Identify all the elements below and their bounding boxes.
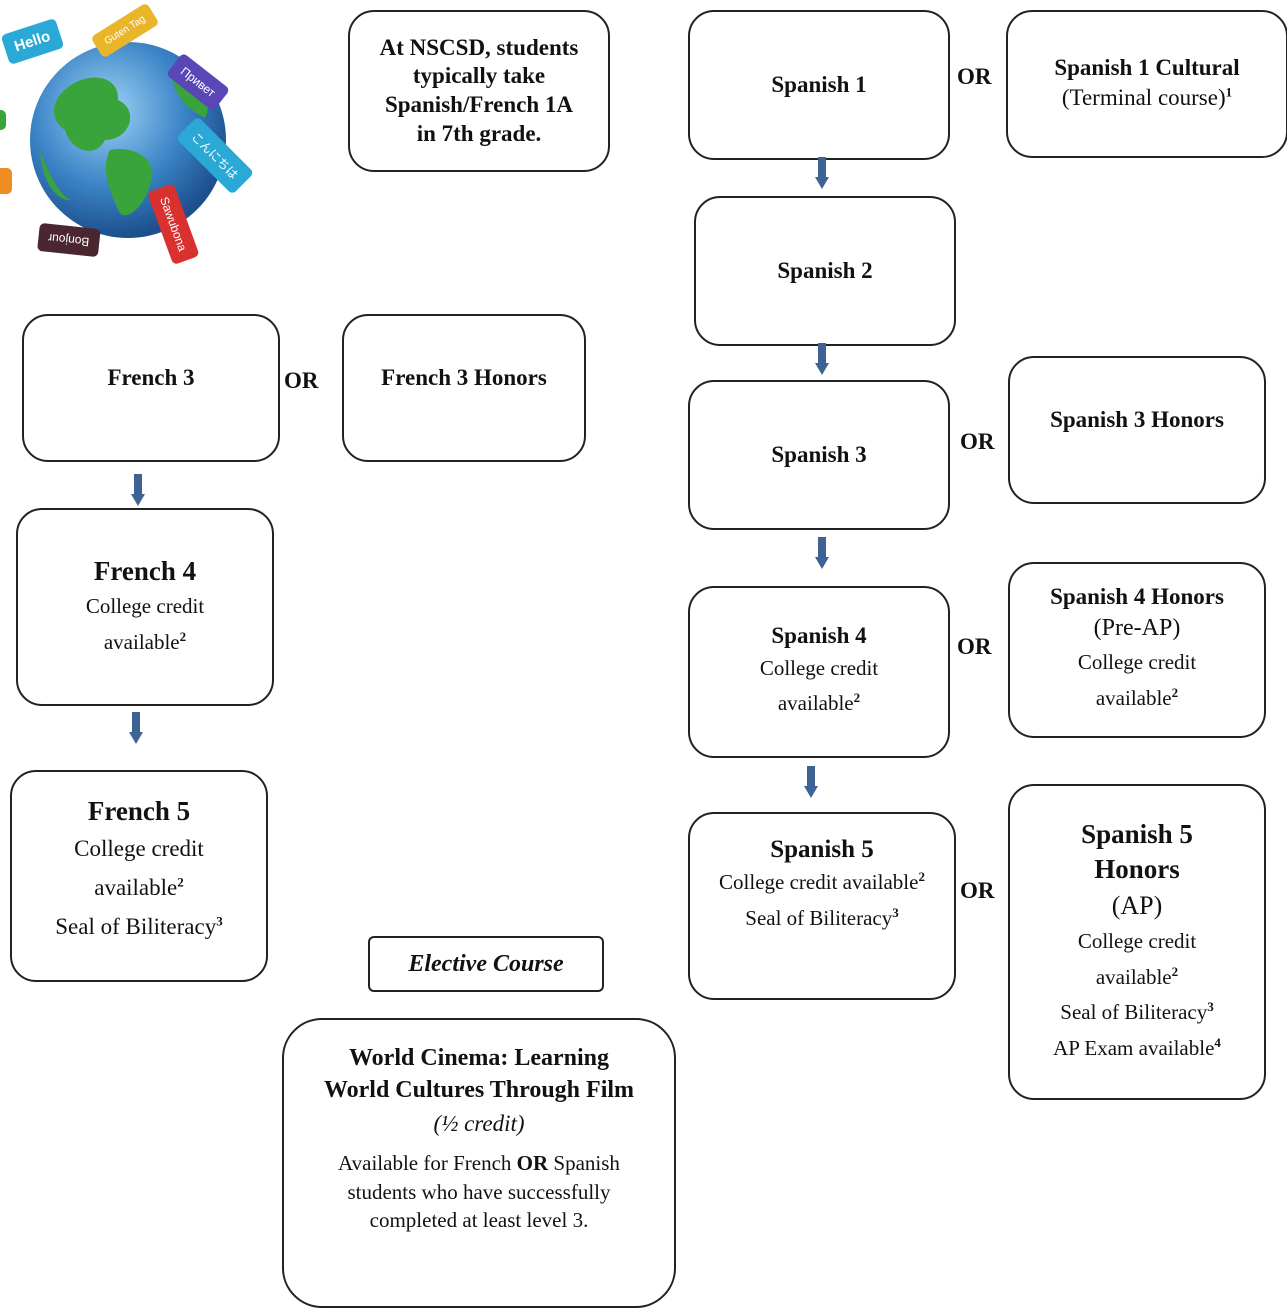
course-availability: available2 [94, 874, 184, 901]
course-title: French 3 [107, 364, 195, 390]
course-seal: Seal of Biliteracy3 [1060, 999, 1214, 1025]
course-title: Spanish 5 [1081, 819, 1193, 850]
course-availability: available2 [103, 628, 187, 654]
course-title: Spanish 5 [770, 836, 874, 863]
footnote-ref: 1 [1225, 84, 1233, 100]
footnote-ref: 2 [1171, 963, 1179, 979]
course-description: Available for French OR Spanish students… [338, 1151, 620, 1232]
course-title: World Cinema: Learning World Cultures Th… [323, 1045, 635, 1104]
course-level: (AP) [1111, 890, 1163, 920]
or-label: OR [284, 368, 319, 393]
or-label: OR [957, 64, 992, 89]
course-spanish-4: Spanish 4 College credit available2 [688, 586, 950, 758]
course-world-cinema: World Cinema: Learning World Cultures Th… [282, 1018, 676, 1308]
course-credit: College credit [85, 593, 205, 618]
course-credit: (½ credit) [433, 1110, 525, 1136]
course-title: Spanish 1 Cultural [1054, 54, 1240, 80]
course-note: (Terminal course)1 [1061, 84, 1233, 111]
course-french-3: French 3 [22, 314, 280, 462]
footnote-ref: 2 [177, 874, 184, 890]
footnote-ref: 2 [918, 869, 925, 885]
course-french-4: French 4 College credit available2 [16, 508, 274, 706]
course-spanish-5: Spanish 5 College credit available2 Seal… [688, 812, 956, 1000]
footnote-ref: 2 [179, 628, 187, 644]
course-spanish-4-honors: Spanish 4 Honors (Pre-AP) College credit… [1008, 562, 1266, 738]
down-arrow-icon [815, 157, 829, 191]
course-spanish-2: Spanish 2 [694, 196, 956, 346]
course-availability: available2 [1095, 685, 1179, 711]
course-french-3-honors: French 3 Honors [342, 314, 586, 462]
or-label: OR [960, 429, 995, 454]
course-credit: College credit [1077, 928, 1197, 953]
elective-label-box: Elective Course [368, 936, 604, 992]
down-arrow-icon [804, 766, 818, 800]
course-title: Spanish 3 Honors [1050, 406, 1224, 432]
course-french-5: French 5 College credit available2 Seal … [10, 770, 268, 982]
course-spanish-5-honors: Spanish 5 Honors (AP) College credit ava… [1008, 784, 1266, 1100]
footnote-ref: 2 [1171, 685, 1179, 701]
or-label: OR [957, 634, 992, 659]
intro-note-text: At NSCSD, students typically take Spanis… [379, 34, 579, 146]
course-exam: AP Exam available4 [1053, 1034, 1221, 1060]
course-level: (Pre-AP) [1093, 614, 1181, 641]
globe-illustration: Hello Guten Tag Привет こんにちは Sawubona Bo… [0, 0, 270, 270]
course-title: Spanish 1 [771, 71, 867, 97]
course-spanish-1-cultural: Spanish 1 Cultural (Terminal course)1 [1006, 10, 1287, 158]
footnote-ref: 3 [1207, 999, 1214, 1015]
down-arrow-icon [815, 537, 829, 571]
course-seal: Seal of Biliteracy3 [55, 913, 223, 940]
globe-icon [30, 42, 226, 238]
course-title-line2: Honors [1094, 854, 1180, 885]
footnote-ref: 2 [853, 690, 861, 706]
footnote-ref: 3 [892, 904, 899, 920]
course-spanish-1: Spanish 1 [688, 10, 950, 160]
footnote-ref: 4 [1214, 1034, 1221, 1050]
course-availability: available2 [777, 690, 861, 716]
course-title: Spanish 4 [771, 622, 867, 648]
course-title: French 5 [87, 796, 191, 826]
down-arrow-icon [129, 712, 143, 746]
or-label: OR [960, 878, 995, 903]
course-seal: Seal of Biliteracy3 [745, 904, 899, 930]
course-title: Spanish 4 Honors [1050, 584, 1224, 610]
course-spanish-3-honors: Spanish 3 Honors [1008, 356, 1266, 504]
course-credit: College credit [1077, 650, 1197, 675]
course-title: French 4 [93, 555, 197, 586]
footnote-ref: 3 [216, 913, 223, 929]
speech-bubble-orange [0, 168, 12, 194]
course-title: Spanish 3 [771, 441, 867, 467]
down-arrow-icon [815, 343, 829, 377]
intro-note-box: At NSCSD, students typically take Spanis… [348, 10, 610, 172]
course-credit: College credit [759, 655, 879, 680]
course-credit: College credit [74, 836, 204, 862]
down-arrow-icon [131, 474, 145, 508]
course-title: French 3 Honors [381, 364, 547, 390]
course-credit: College credit available2 [719, 869, 925, 895]
speech-bubble-green [0, 110, 6, 130]
elective-label: Elective Course [408, 950, 564, 977]
course-availability: available2 [1095, 963, 1179, 989]
course-spanish-3: Spanish 3 [688, 380, 950, 530]
course-title: Spanish 2 [777, 257, 873, 283]
